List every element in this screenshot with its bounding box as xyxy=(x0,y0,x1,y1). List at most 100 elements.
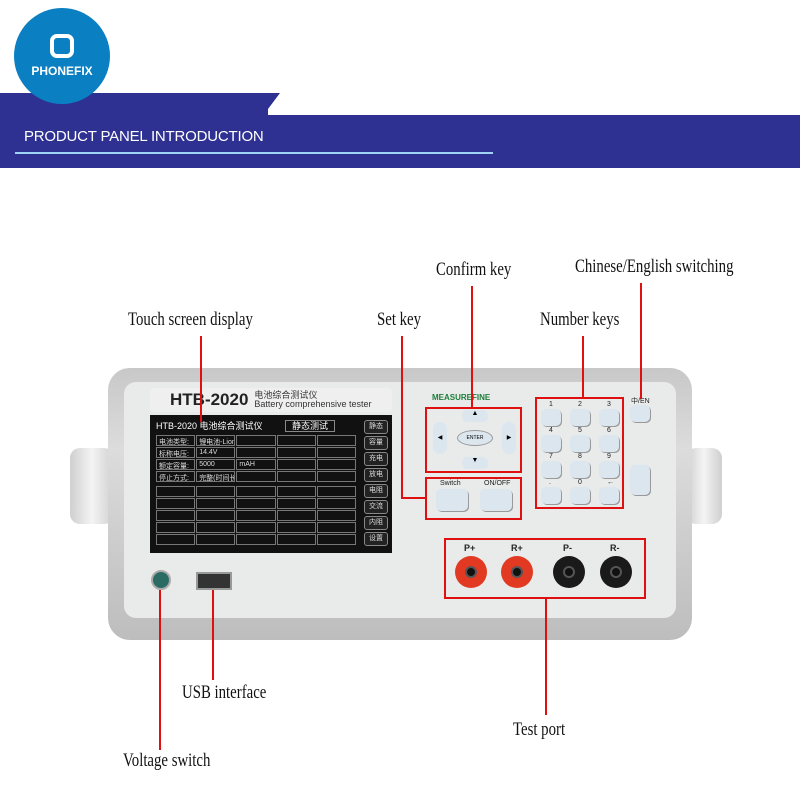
screen-mode-button[interactable]: 静态测试 xyxy=(285,420,336,432)
screen-cell[interactable]: 14.4V xyxy=(196,447,236,458)
touch-screen[interactable]: HTB-2020 电池综合测试仪 静态测试 电池类型:锂电池-Lion 标称电压… xyxy=(150,415,392,553)
confirm-key-pointer xyxy=(471,286,473,408)
set-key-pointer xyxy=(401,336,403,499)
number-key-label: ← xyxy=(607,479,614,486)
lang-switch-label: Chinese/English switching xyxy=(575,256,734,277)
port-label: P+ xyxy=(464,543,476,553)
set-key-pointer-h xyxy=(401,497,426,499)
confirm-key-label: Confirm key xyxy=(436,259,512,280)
lang-key-label: 中/EN xyxy=(631,398,650,405)
banner-notch xyxy=(262,93,280,117)
touch-screen-pointer xyxy=(200,336,202,422)
screen-side-button[interactable]: 充电 xyxy=(364,452,388,466)
number-key-label: 7 xyxy=(549,453,553,460)
port-label: R+ xyxy=(511,543,523,553)
enter-key[interactable]: ENTER xyxy=(457,430,493,446)
left-key[interactable]: ◀ xyxy=(433,422,447,454)
screen-cell[interactable]: 锂电池-Lion xyxy=(196,435,236,446)
number-key[interactable] xyxy=(570,461,590,478)
onoff-key-label: ON/OFF xyxy=(484,480,511,487)
right-key[interactable]: ▶ xyxy=(502,422,516,454)
left-handle xyxy=(70,448,114,524)
screen-cell: 停止方式: xyxy=(156,471,196,482)
number-key[interactable] xyxy=(599,487,619,504)
port-label: R- xyxy=(610,543,620,553)
brand-name: PHONEFIX xyxy=(31,64,93,78)
test-port-pointer xyxy=(545,599,547,715)
usb-port xyxy=(196,572,232,590)
test-port-label: Test port xyxy=(513,719,566,740)
lang-switch-pointer xyxy=(640,283,642,399)
screen-cell[interactable]: 完整(时间长) xyxy=(196,471,236,482)
blank-key[interactable] xyxy=(630,465,650,495)
number-key-label: 2 xyxy=(578,401,582,408)
port-p-plus[interactable] xyxy=(455,556,487,588)
screen-side-button[interactable]: 放电 xyxy=(364,468,388,482)
maker-logo: MEASUREFINE xyxy=(432,393,491,402)
set-key-box xyxy=(425,477,522,520)
screen-cell: 电池类型: xyxy=(156,435,196,446)
voltage-switch-label: Voltage switch xyxy=(123,750,211,771)
screen-side-button[interactable]: 电阻 xyxy=(364,484,388,498)
up-key[interactable]: ▲ xyxy=(462,410,488,422)
right-handle xyxy=(686,448,722,524)
number-key[interactable] xyxy=(570,487,590,504)
number-key-label: 4 xyxy=(549,427,553,434)
port-r-plus[interactable] xyxy=(501,556,533,588)
number-keys-label: Number keys xyxy=(540,309,620,330)
test-port-box xyxy=(444,538,646,599)
screen-side-button[interactable]: 容量 xyxy=(364,436,388,450)
number-keys-box xyxy=(535,397,624,509)
number-key[interactable] xyxy=(541,461,561,478)
switch-key[interactable] xyxy=(436,489,468,511)
number-key[interactable] xyxy=(541,487,561,504)
model-subtitle-cn: 电池综合测试仪 xyxy=(254,390,318,400)
number-key-label: 1 xyxy=(549,401,553,408)
number-key-label: 8 xyxy=(578,453,582,460)
usb-label: USB interface xyxy=(182,682,267,703)
number-key-label: . xyxy=(549,479,551,486)
banner-underline xyxy=(15,152,493,154)
number-key-label: 5 xyxy=(578,427,582,434)
model-name: HTB-2020 xyxy=(170,390,249,409)
number-key[interactable] xyxy=(570,435,590,452)
lang-key[interactable] xyxy=(630,405,650,422)
set-key-label: Set key xyxy=(377,309,422,330)
number-key-label: 0 xyxy=(578,479,582,486)
usb-pointer xyxy=(212,590,214,680)
screen-cell[interactable]: 5000 xyxy=(196,459,236,470)
number-keys-pointer xyxy=(582,336,584,398)
model-subtitle-en: Battery comprehensive tester xyxy=(254,399,372,409)
number-key-label: 3 xyxy=(607,401,611,408)
port-p-minus[interactable] xyxy=(553,556,585,588)
port-label: P- xyxy=(563,543,572,553)
screen-cell: 额定容量: xyxy=(156,459,196,470)
power-switch[interactable] xyxy=(151,570,171,590)
screen-cell: mAH xyxy=(236,459,276,470)
brand-logo-overlay: PHONEFIX xyxy=(14,8,110,104)
screen-side-button[interactable]: 内阻 xyxy=(364,516,388,530)
number-key-label: 9 xyxy=(607,453,611,460)
screen-side-button[interactable]: 设置 xyxy=(364,532,388,546)
number-key-label: 6 xyxy=(607,427,611,434)
screen-side-button[interactable]: 静态 xyxy=(364,420,388,434)
voltage-switch-pointer xyxy=(159,590,161,750)
down-key[interactable]: ▼ xyxy=(462,457,488,469)
confirm-key-box xyxy=(425,407,522,473)
number-key[interactable] xyxy=(570,409,590,426)
number-key[interactable] xyxy=(599,409,619,426)
onoff-key[interactable] xyxy=(480,489,512,511)
screen-cell: 标称电压: xyxy=(156,447,196,458)
screen-title: HTB-2020 电池综合测试仪 xyxy=(156,421,263,431)
touch-screen-label: Touch screen display xyxy=(128,309,253,330)
number-key[interactable] xyxy=(599,461,619,478)
banner xyxy=(0,115,800,168)
number-key[interactable] xyxy=(599,435,619,452)
phone-wrench-icon xyxy=(50,34,74,58)
number-key[interactable] xyxy=(541,435,561,452)
screen-side-button[interactable]: 交流 xyxy=(364,500,388,514)
port-r-minus[interactable] xyxy=(600,556,632,588)
switch-key-label: Switch xyxy=(440,480,461,487)
number-key[interactable] xyxy=(541,409,561,426)
